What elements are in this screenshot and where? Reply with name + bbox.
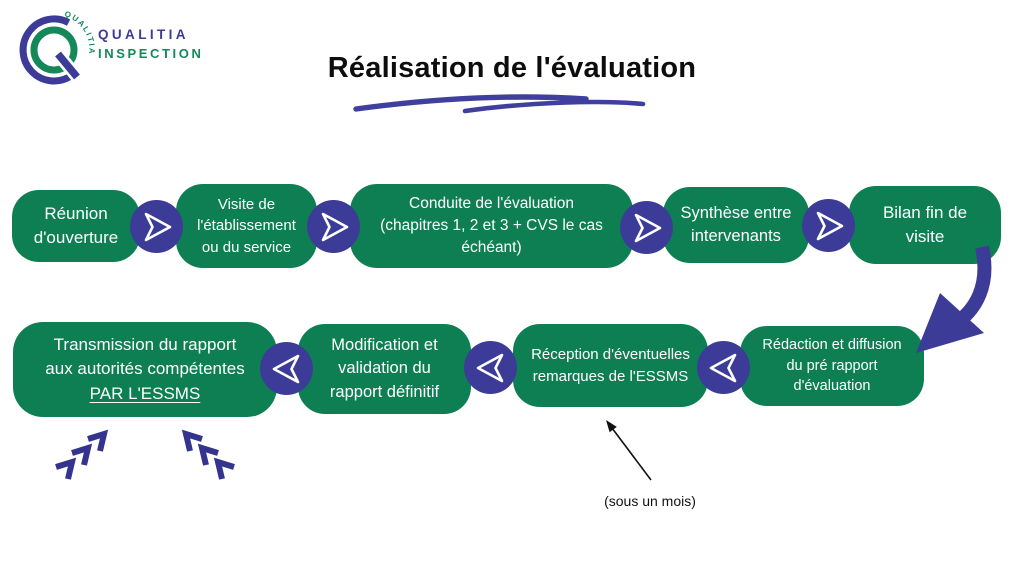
step-box-redaction-pre-rapport: Rédaction et diffusion du pré rapport d'…	[740, 326, 924, 406]
step-box-conduite-evaluation: Conduite de l'évaluation (chapitres 1, 2…	[350, 184, 633, 268]
connector-circle	[307, 200, 360, 253]
title-underline-swoosh	[353, 94, 646, 114]
step-label: Réception d'éventuelles remarques de l'E…	[531, 346, 690, 385]
page-title: Réalisation de l'évaluation	[327, 52, 697, 84]
step-label: Synthèse entre intervenants	[680, 203, 792, 245]
chevron-right-icon	[144, 212, 171, 241]
step-label: Bilan fin de visite	[882, 202, 968, 246]
step-label: Conduite de l'évaluation (chapitres 1, 2…	[380, 195, 603, 256]
connector-circle	[802, 199, 855, 252]
step-box-transmission-rapport: Transmission du rapport aux autorités co…	[13, 322, 277, 417]
connector-circle	[464, 341, 517, 394]
chevron-left-icon	[709, 353, 736, 382]
annotation-sous-un-mois: (sous un mois)	[604, 493, 696, 509]
step-box-visite-etablissement: Visite de l'établissement ou du service	[176, 184, 317, 268]
brand-name-inspection: INSPECTION	[98, 45, 204, 61]
chevron-left-icon	[272, 354, 299, 383]
step-box-synthese-intervenants: Synthèse entre intervenants	[663, 187, 809, 263]
connector-circle	[620, 201, 673, 254]
step-label: Visite de l'établissement ou du service	[197, 196, 296, 256]
triple-chevron-up-right-icon	[55, 429, 109, 480]
chevron-right-icon	[816, 211, 843, 240]
step-label-main: Transmission du rapport aux autorités co…	[45, 335, 245, 379]
qualitia-logo: QUALITIA QUALITIA INSPECTION	[12, 6, 242, 98]
annotation-arrow-icon	[606, 420, 652, 481]
connector-circle	[697, 341, 750, 394]
step-box-bilan-fin-visite: Bilan fin de visite	[849, 186, 1001, 264]
connector-circle	[130, 200, 183, 253]
qualitia-logo-mark-icon: QUALITIA	[19, 9, 95, 85]
step-box-reception-remarques: Réception d'éventuelles remarques de l'E…	[513, 324, 708, 407]
curved-arrow-down-left-icon	[916, 245, 992, 353]
chevron-right-icon	[321, 212, 348, 241]
chevron-right-icon	[634, 213, 661, 242]
connector-circle	[260, 342, 313, 395]
step-label: Modification et validation du rapport dé…	[329, 335, 440, 401]
step-label-underlined: PAR L'ESSMS	[89, 383, 201, 403]
step-label: Transmission du rapport aux autorités co…	[45, 309, 244, 430]
step-label: Rédaction et diffusion du pré rapport d'…	[762, 337, 902, 395]
brand-name-qualitia: QUALITIA	[98, 27, 189, 42]
step-box-reunion-ouverture: Réunion d'ouverture	[12, 190, 140, 262]
brand-wordmark: QUALITIA INSPECTION	[98, 28, 203, 60]
step-label: Réunion d'ouverture	[33, 203, 119, 247]
step-box-modification-validation: Modification et validation du rapport dé…	[298, 324, 471, 414]
chevron-left-icon	[476, 353, 503, 382]
triple-chevron-up-left-icon	[181, 429, 235, 480]
